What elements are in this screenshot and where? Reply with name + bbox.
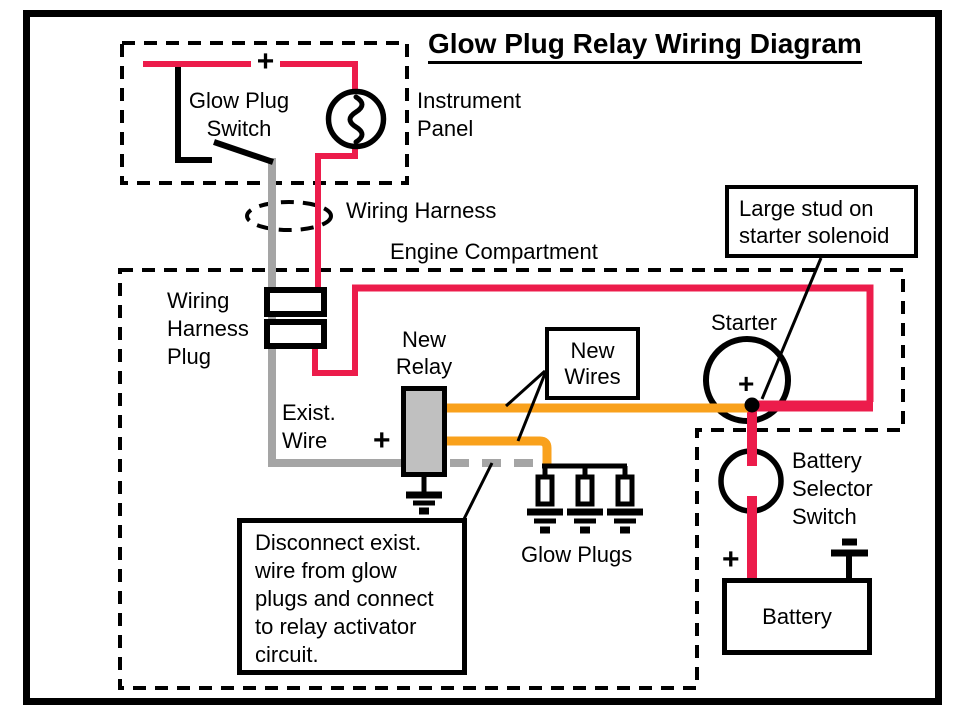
glow-plug-switch-label: Glow Plug Switch [188,88,290,141]
wiring-harness-label: Wiring Harness [346,198,497,223]
dashed-boundaries [118,41,905,690]
instrument-panel-boundary [120,41,409,185]
wiring-harness-ellipse-icon [245,200,333,232]
wiring-harness-plug-block [264,287,327,317]
page-title: Glow Plug Relay Wiring Diagram [428,28,862,64]
plus-sign-relay: + [373,424,391,457]
plus-sign-starter: + [738,368,755,399]
engine-compartment-label: Engine Compartment [390,239,598,264]
engine-compartment-boundary [118,268,905,690]
exist-wire-label: Exist. Wire [282,400,336,453]
starter-label: Starter [711,310,778,335]
existing-wire [268,158,548,467]
large-stud-leader [760,257,823,400]
battery-selector-switch-label: Battery Selector Switch [792,448,873,529]
battery-ground-icon [831,538,868,579]
new-relay-body [401,386,447,477]
disconnect-note-callout: Disconnect exist. wire from glow plugs a… [237,518,467,675]
new-wires-leader-top [504,369,547,408]
disconnect-leader [462,462,494,520]
orange-new-wires [447,403,748,467]
page-border [23,10,942,705]
glow-plug-switch-icon [175,61,274,165]
battery-body: Battery [722,578,872,655]
wiring-harness-plug-block [264,319,327,349]
red-wires [143,61,874,580]
indicator-lamp-icon [325,88,387,150]
plus-sign-battery: + [722,543,740,576]
instrument-panel-label: Instrument Panel [417,88,521,141]
switch-blade [213,139,274,165]
glow-plugs-label: Glow Plugs [521,542,633,567]
new-relay-label: New Relay [395,327,453,379]
wiring-harness-plug-label: Wiring Harness Plug [167,288,249,369]
large-stud-callout: Large stud on starter solenoid [725,185,918,258]
starter-stud-dot [744,397,760,413]
new-wires-callout: New Wires [545,327,640,400]
relay-ground-icon [406,476,442,515]
glow-plugs-icon [527,463,643,534]
plus-sign-instrument: + [256,45,275,78]
new-wires-leader-bottom [516,370,548,442]
leader-lines [462,257,823,520]
